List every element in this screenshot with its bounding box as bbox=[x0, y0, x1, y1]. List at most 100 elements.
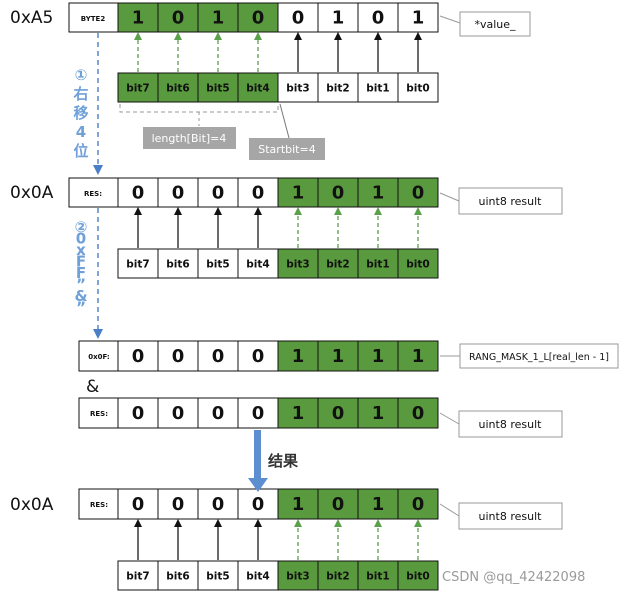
step-char: 4 bbox=[76, 123, 86, 141]
bit-name-cell-bit2 bbox=[317, 248, 359, 279]
bit-name-label: bit6 bbox=[166, 571, 189, 583]
bit-name-cell-bit7 bbox=[117, 248, 159, 279]
result-note-text-1: uint8 result bbox=[479, 195, 543, 208]
bit-name-label: bit3 bbox=[286, 259, 309, 271]
res1-cell-0 bbox=[117, 177, 159, 208]
startbit-note-text: Startbit=4 bbox=[258, 143, 315, 156]
byte2-bit-value: 0 bbox=[172, 8, 185, 29]
res3-cell-7 bbox=[397, 488, 439, 520]
bit-name-label: bit7 bbox=[126, 571, 149, 583]
res2-bit-value: 0 bbox=[172, 403, 185, 424]
byte2-bit-value: 0 bbox=[372, 8, 385, 29]
mask-bit-value: 0 bbox=[132, 346, 145, 367]
result-note-text-2: uint8 result bbox=[479, 418, 543, 431]
bit-name-label: bit5 bbox=[206, 571, 229, 583]
mask-note-callout: RANG_MASK_1_L[real_len - 1] bbox=[440, 343, 619, 369]
result-label: 结果 bbox=[268, 452, 299, 470]
result-note-callout-1: uint8 result bbox=[439, 187, 563, 215]
res2-bit-value: 1 bbox=[372, 403, 385, 424]
bit-name-cell-bit3 bbox=[277, 72, 319, 103]
bit-name-label: bit5 bbox=[206, 83, 229, 95]
mask-bit-value: 1 bbox=[292, 346, 305, 367]
bit-name-label: bit1 bbox=[366, 259, 389, 271]
step-char: ” bbox=[76, 299, 86, 317]
bit-name-cell-bit6 bbox=[157, 248, 199, 279]
res2-cell-5 bbox=[317, 397, 359, 429]
bit-name-cell-bit0 bbox=[397, 72, 439, 103]
res-label-2: RES: bbox=[90, 410, 108, 418]
step-char: F bbox=[76, 264, 86, 282]
res1-cell-5 bbox=[317, 177, 359, 208]
res2-cell-4 bbox=[277, 397, 319, 429]
res1-bit-value: 1 bbox=[292, 183, 305, 204]
bit-name-cell-bit3 bbox=[277, 560, 319, 591]
res-label-1: RES: bbox=[84, 190, 102, 198]
res2-cell-6 bbox=[357, 397, 399, 429]
hex-label-a5: 0xA5 bbox=[10, 8, 53, 28]
res1-bit-value: 0 bbox=[172, 183, 185, 204]
mask-bit-value: 0 bbox=[252, 346, 265, 367]
bit-name-label: bit0 bbox=[406, 259, 429, 271]
step-char: ① bbox=[75, 66, 88, 84]
bit-name-label: bit3 bbox=[286, 571, 309, 583]
res3-bit-value: 0 bbox=[332, 494, 345, 515]
res-prefix-box-1: RES: bbox=[68, 177, 119, 208]
bit-name-label: bit3 bbox=[286, 83, 309, 95]
bit-name-label: bit6 bbox=[166, 259, 189, 271]
and-operator: & bbox=[86, 377, 99, 397]
bit-name-cell-bit1 bbox=[357, 560, 399, 591]
res2-cell-7 bbox=[397, 397, 439, 429]
length-note-text: length[Bit]=4 bbox=[152, 132, 227, 145]
step-char: ② bbox=[75, 218, 88, 236]
bit-name-label: bit2 bbox=[326, 259, 349, 271]
bit-name-label: bit6 bbox=[166, 83, 189, 95]
res2-bit-value: 0 bbox=[252, 403, 265, 424]
bit-name-label: bit4 bbox=[246, 571, 269, 583]
mask-cell-7 bbox=[397, 340, 439, 372]
res2-bit-value: 0 bbox=[412, 403, 425, 424]
bit-name-cell-bit5 bbox=[197, 560, 239, 591]
res-label-3: RES: bbox=[90, 501, 108, 509]
bit-name-label: bit7 bbox=[126, 259, 149, 271]
res1-bit-value: 1 bbox=[372, 183, 385, 204]
res1-bit-value: 0 bbox=[412, 183, 425, 204]
watermark: CSDN @qq_42422098 bbox=[442, 570, 585, 585]
res1-cell-2 bbox=[197, 177, 239, 208]
startbit-leader bbox=[279, 103, 290, 139]
bit-name-label: bit2 bbox=[326, 571, 349, 583]
mask-prefix-label: 0x0F: bbox=[88, 353, 110, 361]
res3-bit-value: 0 bbox=[412, 494, 425, 515]
byte2-cell-4 bbox=[277, 2, 319, 33]
res2-cell-1 bbox=[157, 397, 199, 429]
res2-bit-value: 0 bbox=[132, 403, 145, 424]
mask-cell-1 bbox=[157, 340, 199, 372]
result-arrow bbox=[248, 430, 268, 492]
bit-name-label: bit0 bbox=[406, 571, 429, 583]
value-note-text: *value_ bbox=[474, 18, 516, 31]
mask-bit-value: 1 bbox=[412, 346, 425, 367]
bit-name-label: bit5 bbox=[206, 259, 229, 271]
mask-bit-value: 1 bbox=[372, 346, 385, 367]
bit-name-cell-bit5 bbox=[197, 72, 239, 103]
byte2-bit-value: 1 bbox=[212, 8, 225, 29]
res3-bit-value: 0 bbox=[212, 494, 225, 515]
step-char: 0 bbox=[76, 230, 86, 248]
bit-name-cell-bit4 bbox=[237, 72, 279, 103]
mask-note-text: RANG_MASK_1_L[real_len - 1] bbox=[469, 352, 609, 363]
mask-bit-value: 1 bbox=[332, 346, 345, 367]
res2-bit-value: 0 bbox=[332, 403, 345, 424]
byte2-bit-value: 1 bbox=[132, 8, 145, 29]
step-char: 移 bbox=[73, 104, 88, 122]
res1-cell-3 bbox=[237, 177, 279, 208]
byte2-cell-0 bbox=[117, 2, 159, 33]
